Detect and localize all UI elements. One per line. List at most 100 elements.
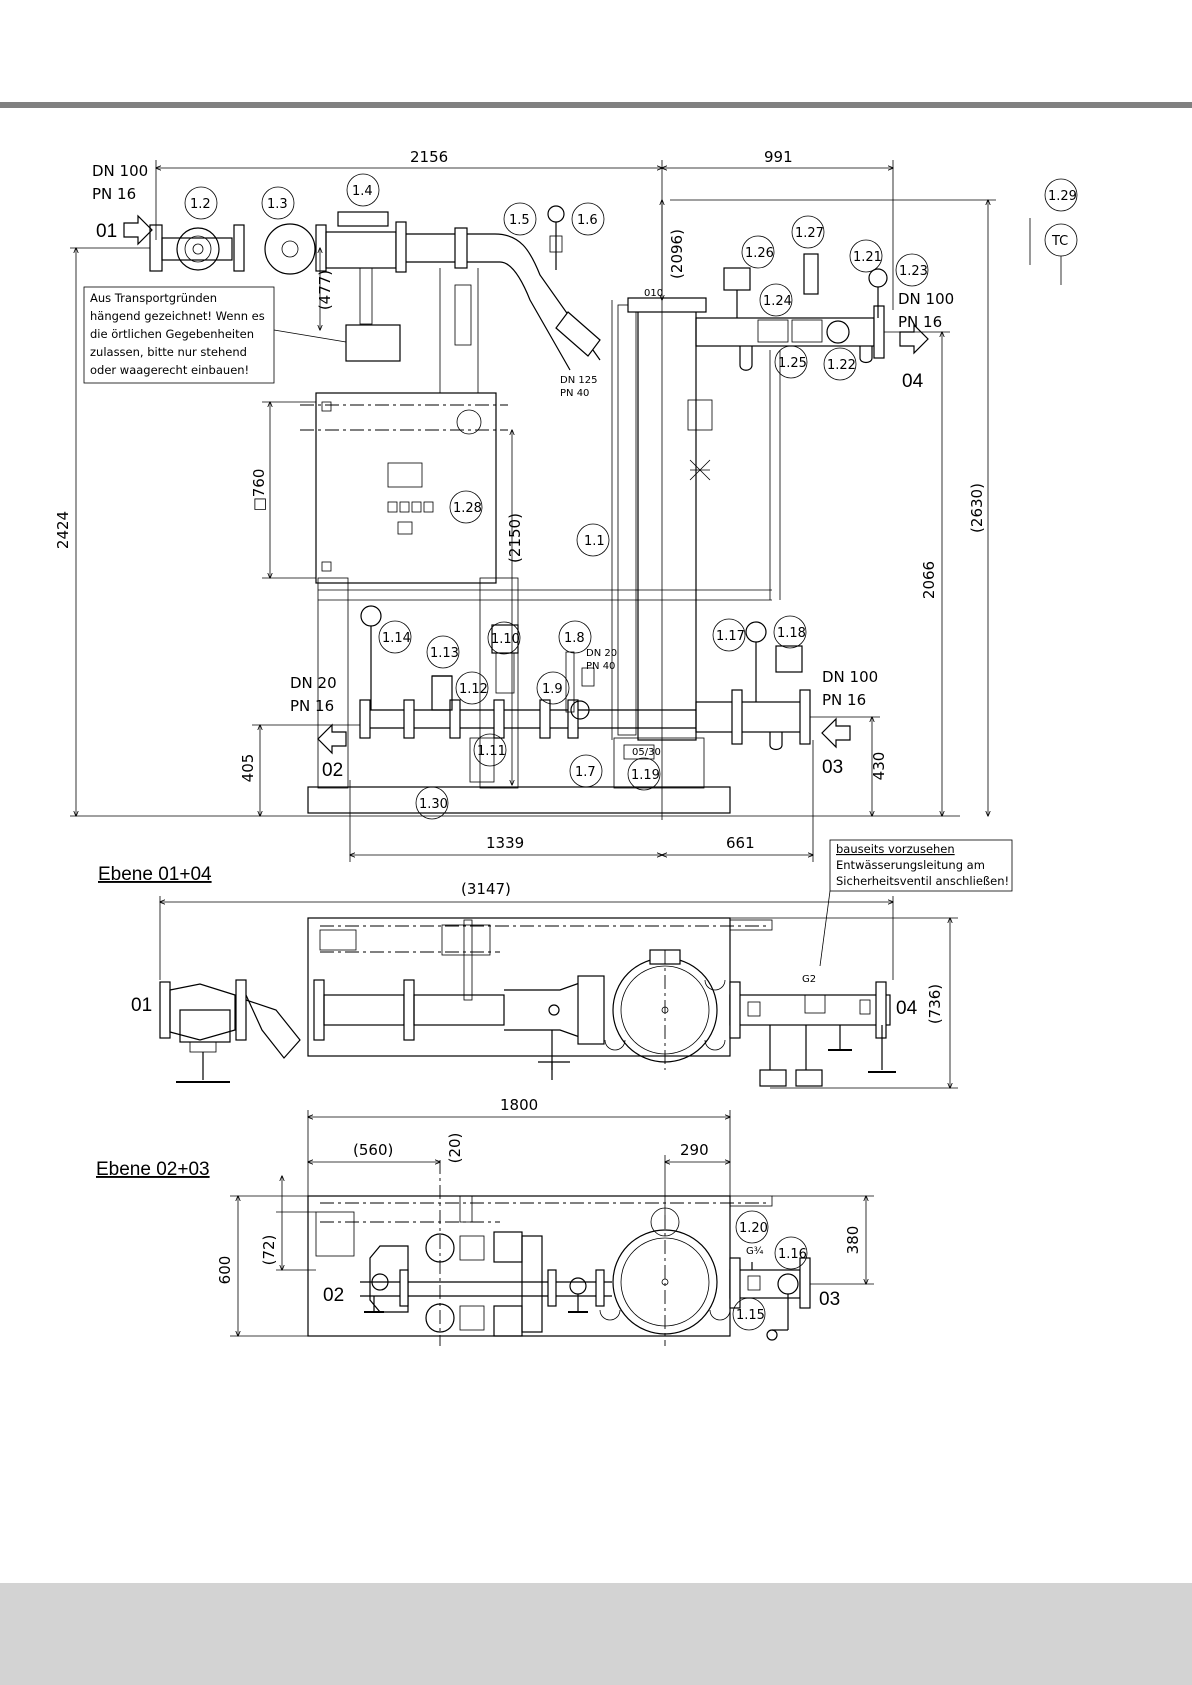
callout-1-30: 1.30 [419,797,448,812]
callout-1-24: 1.24 [763,294,792,309]
callout-1-4: 1.4 [352,184,373,199]
callout-1-29: 1.29 [1048,189,1077,204]
dim-1339: 1339 [486,834,524,852]
marker-010: 010 [644,288,663,299]
callout-1-17: 1.17 [716,629,745,644]
dim-760: □760 [250,469,268,512]
callout-1-13: 1.13 [430,646,459,661]
conn-pn16-left: PN 16 [290,697,334,715]
dim-380: 380 [844,1226,862,1255]
callout-1-1: 1.1 [584,534,605,549]
callout-1-23: 1.23 [899,264,928,279]
vessel [637,304,697,741]
dim-2150: (2150) [506,513,524,563]
dim-2156: 2156 [410,148,448,166]
callout-1-16: 1.16 [778,1247,807,1262]
dim-2066: 2066 [920,561,938,599]
callout-1-25: 1.25 [778,356,807,371]
footer-bar [0,1583,1192,1685]
transport-note-line-4: zulassen, bitte nur stehend [90,345,247,359]
callout-1-20: 1.20 [739,1221,768,1236]
symbol-g3-4: G¾ [746,1246,764,1257]
transport-note-box [83,286,275,384]
callout-1-12: 1.12 [459,682,488,697]
dim-477: (477) [316,270,334,310]
level-label-01-04: Ebene 01+04 [98,864,212,885]
dim-560: (560) [353,1141,393,1159]
conn-pn16-out: PN 16 [898,313,942,331]
transport-note-line-1: Aus Transportgründen [90,291,217,305]
dim-661: 661 [726,834,755,852]
port-03-plan: 03 [819,1289,840,1310]
drain-note-line-1: Entwässerungsleitung am [836,858,985,872]
callout-1-11: 1.11 [477,744,506,759]
dim-72: (72) [260,1235,278,1266]
callout-1-2: 1.2 [190,197,211,212]
conn-dn20-small: DN 20 [586,648,617,659]
callout-1-5: 1.5 [509,213,530,228]
conn-pn16-in: PN 16 [92,185,136,203]
callout-1-26: 1.26 [745,246,774,261]
callout-1-8: 1.8 [564,631,585,646]
arrow-03-icon [821,717,851,749]
port-03: 03 [822,757,843,778]
callout-1-18: 1.18 [777,626,806,641]
dim-405: 405 [239,754,257,783]
port-02: 02 [322,760,343,781]
conn-dn100-out: DN 100 [898,290,954,308]
callouts [184,173,1078,820]
drain-note-title: bauseits vorzusehen [836,842,955,856]
port-02-plan: 02 [323,1285,344,1306]
dim-2630: (2630) [968,483,986,533]
conn-dn100-right: DN 100 [822,668,878,686]
callout-1-9: 1.9 [542,682,563,697]
dim-736: (736) [926,984,944,1024]
dim-20: (20) [446,1133,464,1164]
transport-note-line-2: hängend gezeichnet! Wenn es [90,309,265,323]
drain-note-box [829,839,1013,892]
conn-dn100-in: DN 100 [92,162,148,180]
dim-991: 991 [764,148,793,166]
dim-1800: 1800 [500,1096,538,1114]
plan-view-02-03 [307,1160,811,1346]
port-04-plan: 04 [896,998,918,1019]
dim-2424: 2424 [54,511,72,549]
callout-1-15: 1.15 [736,1308,765,1323]
plan-view-01-04 [159,917,896,1087]
callout-1-22: 1.22 [827,358,856,373]
callout-1-21: 1.21 [853,250,882,265]
transport-note-line-5: oder waagerecht einbauen! [90,363,249,377]
elevation-view [149,205,888,814]
callout-1-27: 1.27 [795,226,824,241]
conn-pn40-small: PN 40 [586,661,615,672]
symbol-tc: TC [1051,234,1068,249]
header-bar [0,102,1192,108]
arrow-02-icon [317,723,347,755]
port-01: 01 [96,221,117,242]
callout-1-7: 1.7 [575,765,596,780]
control-cabinet [315,392,497,584]
elevation-dimensions [70,160,996,862]
callout-1-6: 1.6 [577,213,598,228]
callout-1-10: 1.10 [491,632,520,647]
conn-dn125: DN 125 [560,375,597,386]
conn-pn16-right: PN 16 [822,691,866,709]
dim-2096: (2096) [668,229,686,279]
transport-note-line-3: die örtlichen Gegebenheiten [90,327,254,341]
dim-3147: (3147) [461,880,511,898]
port-04: 04 [902,371,924,392]
conn-dn20-left: DN 20 [290,674,337,692]
dim-430: 430 [870,752,888,781]
dim-290: 290 [680,1141,709,1159]
arrow-01-icon [123,214,153,246]
dim-600: 600 [216,1256,234,1285]
callout-1-19: 1.19 [631,768,660,783]
callout-1-28: 1.28 [453,501,482,516]
drain-note-line-2: Sicherheitsventil anschließen! [836,874,1009,888]
callout-1-14: 1.14 [382,631,411,646]
conn-pn40: PN 40 [560,388,589,399]
marker-05: 05/30 [632,747,661,758]
callout-1-3: 1.3 [267,197,288,212]
port-01-plan: 01 [131,995,152,1016]
